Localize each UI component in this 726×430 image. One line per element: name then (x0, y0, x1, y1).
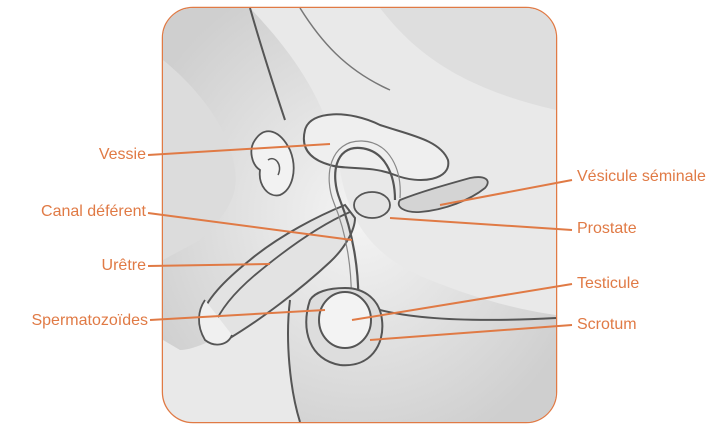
label-scrotum: Scrotum (577, 316, 637, 334)
label-testicule: Testicule (577, 275, 639, 293)
label-uretre: Urêtre (60, 257, 146, 275)
prostate-shape (354, 192, 390, 218)
label-vesicule-seminale: Vésicule séminale (577, 168, 706, 186)
label-vessie: Vessie (60, 146, 146, 164)
testicle-shape (319, 292, 371, 348)
label-canal-deferent: Canal déférent (10, 203, 146, 221)
anatomy-illustration (163, 8, 556, 422)
label-prostate: Prostate (577, 220, 637, 238)
label-spermatozoides: Spermatozoïdes (2, 312, 148, 330)
